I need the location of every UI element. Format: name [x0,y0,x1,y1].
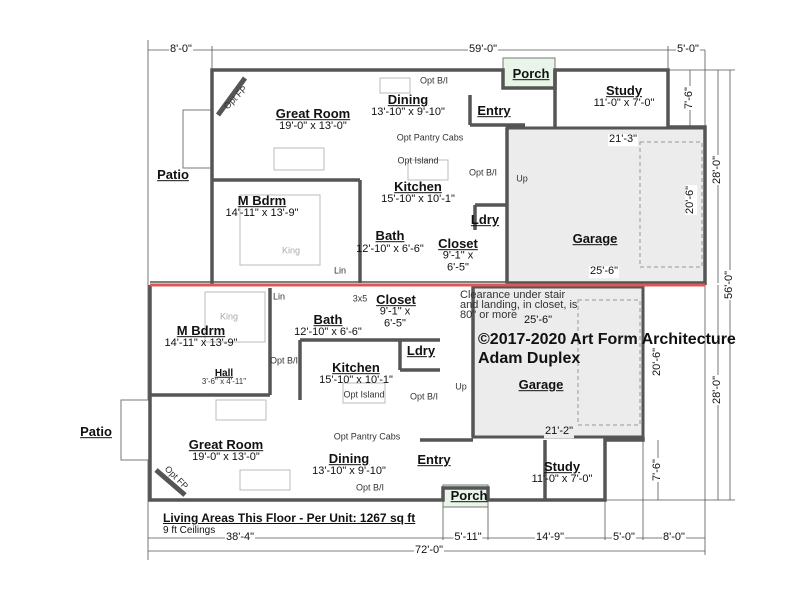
dim-bottom-3: 14'-9" [534,531,566,544]
room-name-study-bottom: Study [543,459,581,475]
room-size-study-top: 11'-0" x 7'-0" [593,97,655,110]
bed-king-top: King [281,245,301,256]
room-size-bath-bottom: 12'-10" x 6'-6" [294,326,362,339]
dim-bottom-2: 5'-11" [453,531,483,544]
room-name-master-bedroom-top: M Bdrm [237,193,287,209]
garage-top-area [505,126,707,285]
parking-outline [639,141,703,268]
room-size-bath-top: 12'-10" x 6'-6" [356,243,424,256]
dim-right-unit-top: 28'-0" [711,154,724,186]
room-name-dining-bottom: Dining [328,451,370,467]
shower-size-bottom: 3x5 [352,293,368,304]
room-name-kitchen-bottom: Kitchen [332,360,380,376]
room-name-patio-bottom: Patio [80,424,112,440]
note-stair-clearance: Clearance under stair and landing, in cl… [460,289,578,321]
plan-name: Adam Duplex [478,350,581,367]
room-name-kitchen-top: Kitchen [394,179,442,195]
linen-top: Lin [333,265,347,276]
note-opt-island-bottom: Opt Island [343,389,385,400]
room-name-hall-bottom: Hall [214,367,234,379]
room-name-laundry-bottom: Ldry [406,343,436,359]
room-size-kitchen-bottom: 15'-10" x 10'-1" [319,374,393,387]
room-name-bath-bottom: Bath [313,312,343,328]
linen-bottom: Lin [272,291,286,302]
garage-dim-top-width: 21'-3" [607,133,639,146]
dim-top-patio: 8'-0" [169,43,193,56]
room-size-dining-top: 13'-10" x 9'-10" [371,106,445,119]
walls [148,68,707,502]
room-name-closet-top: Closet [438,236,478,252]
note-opt-bi-bottom-3: Opt B/I [355,482,385,493]
bed-king-bottom: King [219,311,239,322]
room-name-great-room-top: Great Room [275,106,351,122]
room-size-great-room-top: 19'-0" x 13'-0" [279,120,347,133]
dim-bottom-4: 5'-0" [612,531,636,544]
fireplace-top [215,76,248,117]
garage-dim-depth-bottom: 20'-6" [651,346,664,378]
parking-outline [577,299,641,426]
dim-top-right: 5'-0" [676,43,700,56]
dim-right-overall: 56'-0" [723,269,736,301]
dim-right-study-top: 7'-6" [683,86,696,110]
room-name-master-bedroom-bottom: M Bdrm [176,323,226,339]
room-name-entry-bottom: Entry [417,452,451,468]
dim-bottom-1: 38'-4" [224,531,256,544]
room-name-closet-bottom: Closet [376,292,416,308]
room-name-patio-top: Patio [157,167,189,183]
fireplace-bottom [154,468,187,497]
note-opt-island-top: Opt Island [397,155,439,166]
note-opt-bi-bottom-2: Opt B/I [409,391,439,402]
garage-dim-depth-top: 20'-6" [684,184,697,216]
note-opt-bi-bottom: Opt B/I [269,355,299,366]
copyright-text: ©2017-2020 Art Form Architecture [478,331,736,348]
note-opt-pantry-bottom: Opt Pantry Cabs [333,431,401,442]
living-area-label: Living Areas This Floor - Per Unit: 1267… [163,511,416,525]
garage-bottom-area [471,285,645,439]
room-size-dining-bottom: 13'-10" x 9'-10" [312,465,386,478]
note-opt-bi-top: Opt B/I [419,75,449,86]
stairs-up-bottom: Up [455,381,467,392]
room-size-great-room-bottom: 19'-0" x 13'-0" [192,451,260,464]
room-size-master-bedroom-top: 14'-11" x 13'-9" [225,207,299,220]
room-size-closet-bottom: 9'-1" x 6'-5" [379,305,411,329]
dim-overall-width: 72'-0" [413,544,445,557]
room-size-study-bottom: 11'-0" x 7'-0" [531,473,593,486]
furniture [204,77,449,491]
room-name-laundry-top: Ldry [470,212,500,228]
stairs-up-top: Up [516,173,528,184]
room-name-garage-top: Garage [572,231,618,247]
room-name-great-room-bottom: Great Room [188,437,264,453]
room-size-closet-top: 9'-1" x 6'-5" [442,249,474,273]
garage-dim-bottom-width: 25'-6" [588,265,620,278]
garage-dim-bottom-width-bottom: 21'-2" [543,425,575,438]
dim-bottom-5: 8'-0" [662,531,686,544]
patio-bottom [120,399,151,461]
room-name-dining-top: Dining [387,92,429,108]
patio-top [182,109,213,169]
note-opt-pantry-top: Opt Pantry Cabs [396,132,464,143]
room-name-study-top: Study [605,83,643,99]
room-size-kitchen-top: 15'-10" x 10'-1" [381,193,455,206]
ceiling-height-label: 9 ft Ceilings [163,525,216,536]
room-name-garage-bottom: Garage [518,377,564,393]
room-name-porch-top: Porch [512,66,550,82]
dim-right-unit-bottom: 28'-0" [711,374,724,406]
room-name-entry-top: Entry [477,103,511,119]
room-size-hall-bottom: 3'-6" x 4'-11" [201,376,247,386]
garage-dim-top-width-bottom: 25'-6" [522,314,554,327]
room-name-bath-top: Bath [375,228,405,244]
room-size-master-bedroom-bottom: 14'-11" x 13'-9" [164,337,238,350]
room-name-porch-bottom: Porch [450,488,488,504]
note-opt-bi-top-2: Opt B/I [468,167,498,178]
dim-right-study-bottom: 7'-6" [651,458,664,482]
dim-top-main: 59'-0" [467,43,499,56]
